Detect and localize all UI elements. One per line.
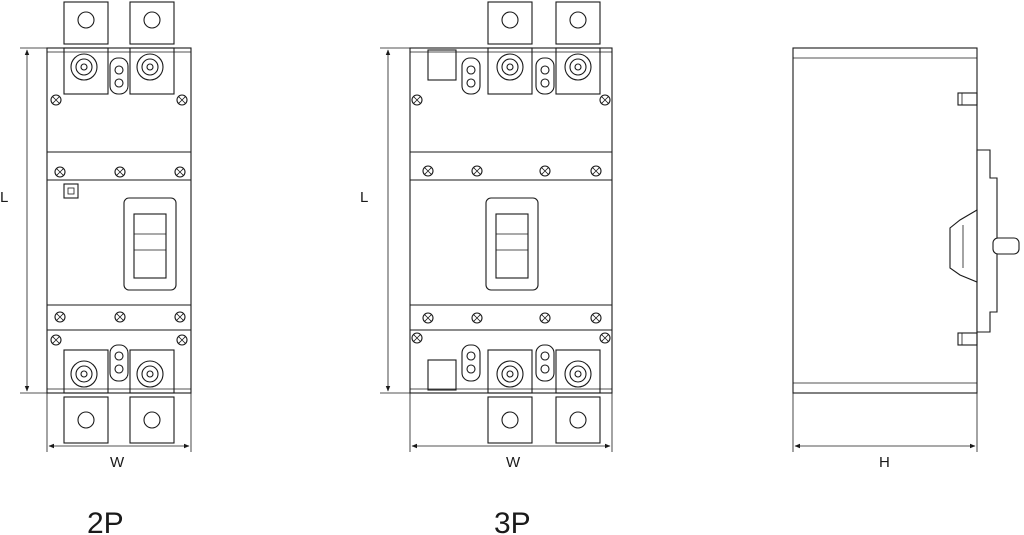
- length-label: L: [360, 189, 368, 206]
- length-dimension: L: [0, 47, 47, 394]
- bottom-terminal-tabs: [487, 396, 601, 444]
- side-body-outline: [792, 47, 978, 394]
- width-dimension: W: [409, 393, 613, 471]
- length-label: L: [0, 189, 8, 206]
- bottom-terminal-block: [63, 344, 175, 394]
- caption-2p: 2P: [87, 507, 124, 535]
- toggle-handle-icon: [485, 197, 539, 291]
- width-label: W: [110, 454, 125, 471]
- side-clip-top: [957, 92, 978, 106]
- top-terminal-tabs: [487, 1, 601, 45]
- bottom-terminal-tabs: [63, 396, 175, 444]
- side-clip-bottom: [957, 332, 978, 346]
- mounting-screw-icon: [411, 312, 611, 344]
- height-dimension: H: [792, 393, 978, 471]
- mounting-screw-icon: [50, 311, 188, 346]
- body-outline: [409, 47, 613, 394]
- view-3p: L W 3P: [360, 1, 613, 535]
- top-terminal-block: [63, 47, 175, 95]
- mounting-screw-icon: [422, 165, 602, 177]
- width-label: W: [506, 454, 521, 471]
- top-terminal-block: [427, 47, 601, 95]
- body-outline: [46, 47, 192, 394]
- caption-3p: 3P: [494, 507, 531, 535]
- mounting-screw-icon: [54, 166, 186, 178]
- top-terminal-tabs: [63, 1, 175, 45]
- mounting-screw-icon: [411, 94, 611, 106]
- toggle-handle-icon: [949, 149, 1020, 333]
- view-2p: L W 2P: [0, 1, 192, 535]
- length-dimension: L: [360, 47, 410, 394]
- mounting-screw-icon: [50, 94, 188, 106]
- bottom-terminal-block: [427, 344, 601, 394]
- view-side: H: [792, 47, 1020, 471]
- width-dimension: W: [46, 393, 192, 471]
- height-label: H: [879, 454, 890, 471]
- toggle-handle-icon: [123, 197, 177, 291]
